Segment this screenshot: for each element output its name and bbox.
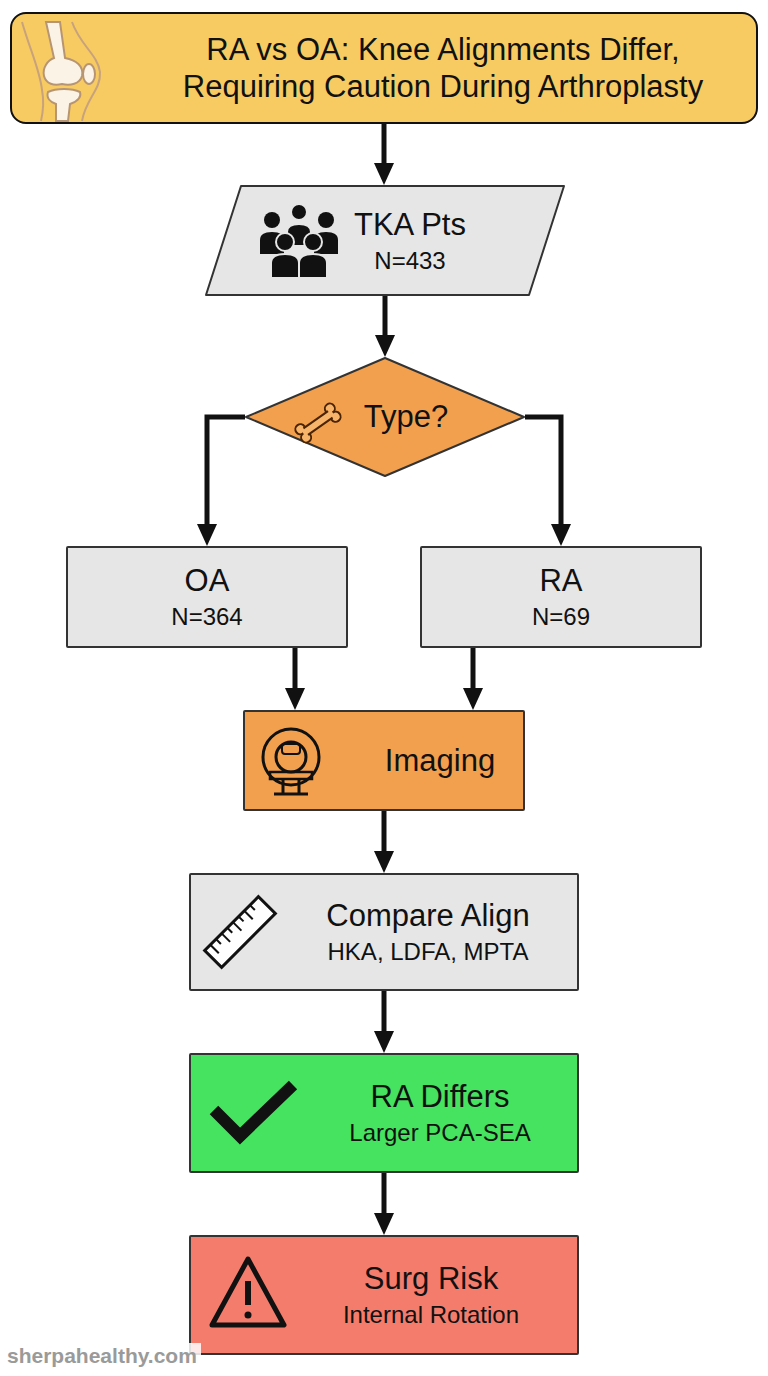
node-heading: Type? bbox=[364, 398, 448, 435]
text-block: RA DiffersLarger PCA-SEA bbox=[191, 1055, 577, 1171]
risk-box: Surg RiskInternal Rotation bbox=[189, 1235, 579, 1355]
node-subtext: N=69 bbox=[532, 603, 590, 632]
result-box: RA DiffersLarger PCA-SEA bbox=[189, 1053, 579, 1173]
text-block: Imaging bbox=[245, 712, 523, 809]
watermark: sherpahealthy.com bbox=[3, 1343, 201, 1369]
flow-arrow bbox=[207, 417, 245, 534]
flow-arrow bbox=[525, 417, 561, 534]
node-heading: Compare Align bbox=[326, 897, 529, 934]
title-box: RA vs OA: Knee Alignments Differ, Requir… bbox=[10, 12, 758, 124]
node-subtext: N=364 bbox=[171, 603, 242, 632]
text-block: TKA PtsN=433 bbox=[205, 185, 565, 296]
text-block: RA vs OA: Knee Alignments Differ, Requir… bbox=[12, 14, 756, 122]
node-heading: TKA Pts bbox=[354, 206, 466, 243]
decision-diamond-shape bbox=[246, 358, 524, 476]
node-heading: Surg Risk bbox=[364, 1260, 498, 1297]
flow-arrow bbox=[471, 648, 476, 698]
flow-arrow bbox=[382, 811, 387, 861]
flow-arrow bbox=[382, 991, 387, 1041]
process-box: Compare AlignHKA, LDFA, MPTA bbox=[189, 873, 579, 991]
node-heading: RA bbox=[539, 562, 582, 599]
flow-arrow bbox=[293, 648, 298, 698]
node-subtext: N=433 bbox=[374, 247, 445, 276]
flow-arrow bbox=[382, 124, 387, 173]
node-heading: RA Differs bbox=[371, 1078, 510, 1115]
flow-arrow bbox=[383, 296, 388, 345]
node-heading: OA bbox=[185, 562, 230, 599]
input-parallelogram: TKA PtsN=433 bbox=[205, 185, 565, 296]
text-block: OA N=364 bbox=[68, 548, 346, 646]
node-subtext: HKA, LDFA, MPTA bbox=[328, 938, 529, 967]
node-subtext: Larger PCA-SEA bbox=[349, 1119, 530, 1148]
node-subtext: Internal Rotation bbox=[343, 1301, 519, 1330]
text-block: RA N=69 bbox=[422, 548, 700, 646]
process-box: RA N=69 bbox=[420, 546, 702, 648]
node-heading: Imaging bbox=[385, 742, 495, 779]
process-box: Imaging bbox=[243, 710, 525, 811]
text-block: Type? bbox=[245, 357, 525, 477]
node-heading: RA vs OA: Knee Alignments Differ, Requir… bbox=[142, 31, 744, 105]
process-box: OA N=364 bbox=[66, 546, 348, 648]
input-parallelogram-shape bbox=[206, 186, 564, 295]
flow-arrow bbox=[382, 1173, 387, 1223]
decision-diamond: Type? bbox=[245, 357, 525, 477]
text-block: Compare AlignHKA, LDFA, MPTA bbox=[191, 875, 577, 989]
text-block: Surg RiskInternal Rotation bbox=[191, 1237, 577, 1353]
